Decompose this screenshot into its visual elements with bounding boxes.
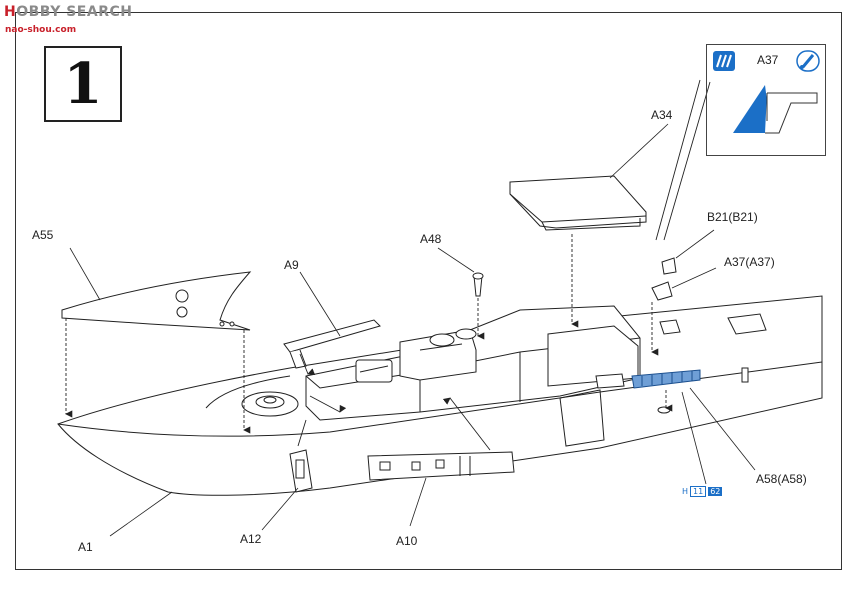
part-a58	[631, 369, 701, 389]
part-b21	[661, 257, 677, 275]
part-a37	[651, 281, 673, 301]
label-b21: B21(B21)	[707, 210, 758, 224]
paint-code-badge: H 11 62	[682, 486, 723, 497]
a37-detail	[733, 85, 771, 133]
label-a12: A12	[240, 532, 262, 546]
part-a55	[61, 271, 252, 331]
badge-code-2: 62	[708, 487, 723, 496]
part-a9	[283, 319, 381, 353]
part-a34	[509, 175, 647, 229]
label-a58: A58(A58)	[756, 472, 807, 486]
label-a1: A1	[78, 540, 93, 554]
label-a34: A34	[651, 108, 673, 122]
label-a37: A37(A37)	[724, 255, 775, 269]
paint-stripes-icon	[713, 51, 735, 71]
watermark-sub: nao-shou.com	[5, 25, 77, 35]
label-a9: A9	[284, 258, 299, 272]
label-a10: A10	[396, 534, 418, 548]
detail-inset: A37	[706, 44, 826, 156]
badge-code-1: 11	[690, 486, 707, 497]
label-a48: A48	[420, 232, 442, 246]
step-number-box: 1	[44, 46, 122, 122]
step-number: 1	[63, 51, 103, 117]
label-a37-inset: A37	[757, 53, 779, 67]
badge-letter: H	[682, 487, 689, 496]
watermark: HOBBY SEARCH	[4, 4, 133, 20]
label-a55: A55	[32, 228, 54, 242]
diagram-frame	[15, 12, 842, 570]
paint-dropper-icon	[796, 50, 820, 72]
